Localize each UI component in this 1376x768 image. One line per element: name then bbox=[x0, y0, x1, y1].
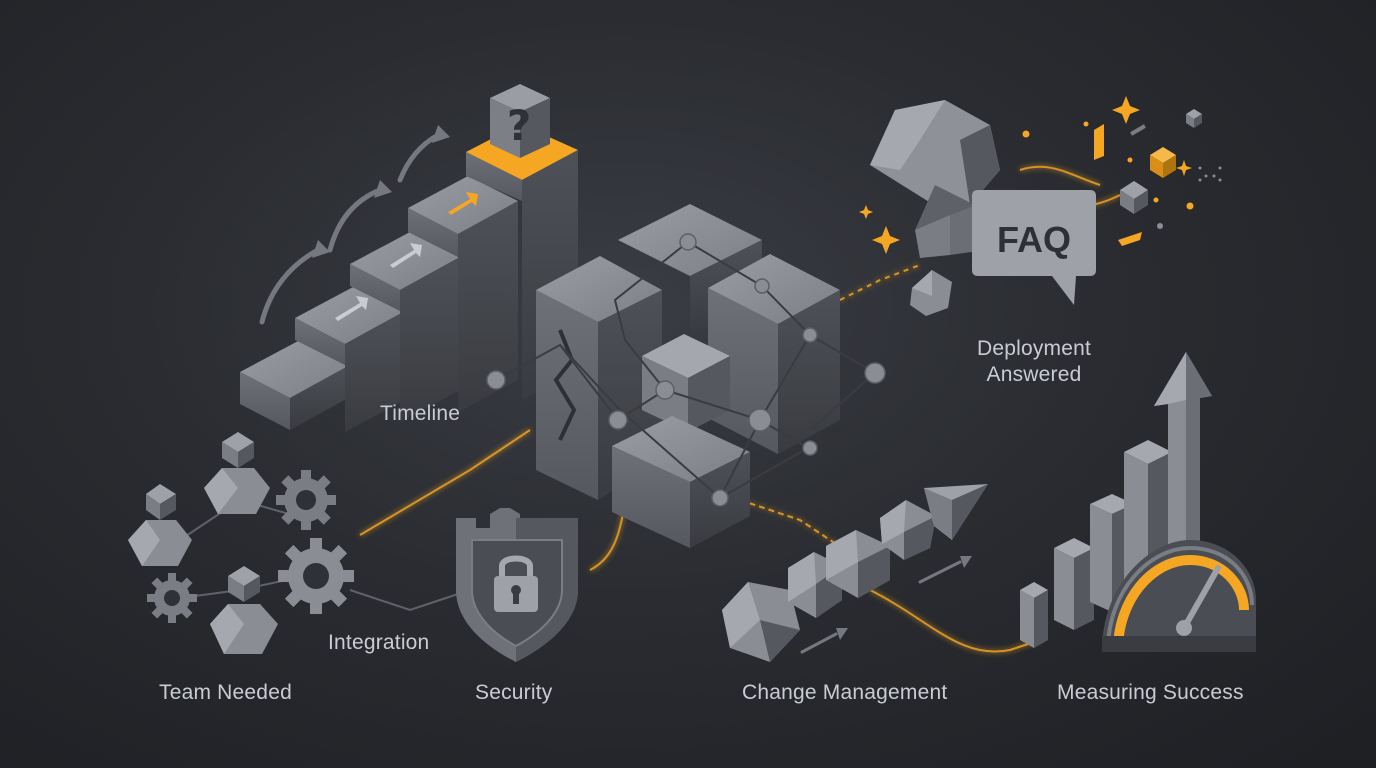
label-security: Security bbox=[475, 681, 553, 704]
timeline-staircase: ? bbox=[240, 84, 578, 432]
faq-group: FAQ bbox=[859, 96, 1222, 316]
connector-faq-sparks bbox=[1019, 165, 1101, 186]
gauge-icon bbox=[1102, 540, 1256, 652]
gear-icon bbox=[147, 573, 197, 623]
change-management-shapes bbox=[722, 484, 988, 662]
central-cube-cluster bbox=[486, 204, 886, 548]
label-integration: Integration bbox=[328, 631, 430, 654]
label-change-management: Change Management bbox=[742, 681, 948, 704]
team-cluster bbox=[128, 432, 354, 654]
gear-icon bbox=[276, 470, 336, 530]
label-team-needed: Team Needed bbox=[159, 681, 292, 704]
security-shield bbox=[456, 508, 578, 662]
measuring-success-chart bbox=[1020, 352, 1256, 652]
person-figure bbox=[128, 484, 192, 566]
connector-to-faq bbox=[839, 264, 921, 301]
polyhedron bbox=[826, 530, 890, 598]
question-cube: ? bbox=[490, 84, 550, 158]
polygonal-question-mark bbox=[870, 100, 1000, 316]
gear-icon bbox=[278, 538, 354, 614]
sparkles bbox=[859, 96, 1194, 254]
connector-to-integration bbox=[359, 429, 531, 536]
lock-icon bbox=[494, 555, 538, 612]
person-figure bbox=[210, 566, 278, 654]
orange-step-arrow bbox=[448, 192, 478, 215]
label-deployment-line2: Answered bbox=[986, 363, 1082, 386]
polyhedron bbox=[722, 582, 800, 662]
person-figure bbox=[204, 432, 270, 514]
confetti-cubes bbox=[1120, 109, 1222, 229]
label-deployment-answered: Deployment Answered bbox=[977, 336, 1091, 388]
bar-2 bbox=[1054, 538, 1094, 630]
connector-lines bbox=[359, 165, 1121, 653]
question-cube-glyph: ? bbox=[507, 101, 531, 150]
bar-1 bbox=[1020, 582, 1048, 648]
label-timeline: Timeline bbox=[380, 402, 461, 425]
faq-speech-bubble: FAQ bbox=[972, 190, 1096, 305]
faq-bubble-label: FAQ bbox=[997, 219, 1071, 260]
connector-to-measuring bbox=[869, 589, 1041, 653]
rising-arrow bbox=[1154, 352, 1212, 556]
label-measuring-success: Measuring Success bbox=[1057, 681, 1244, 704]
label-deployment-line1: Deployment bbox=[976, 337, 1092, 360]
polyhedron bbox=[880, 500, 936, 560]
polyhedron bbox=[924, 484, 988, 540]
